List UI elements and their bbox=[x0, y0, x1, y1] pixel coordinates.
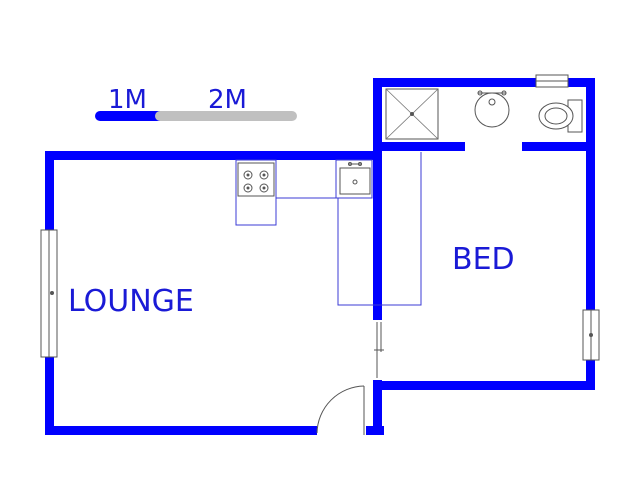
scale-label-2m: 2M bbox=[208, 85, 247, 115]
sink-icon bbox=[339, 162, 371, 195]
room-label-lounge: LOUNGE bbox=[68, 284, 194, 319]
scale-bar: 1M 2M bbox=[95, 85, 297, 121]
shower-icon bbox=[385, 88, 439, 140]
window-icon bbox=[582, 309, 600, 361]
door-icon bbox=[372, 320, 384, 380]
room-label-bed: BED bbox=[452, 242, 515, 277]
kitchen-counter bbox=[235, 152, 422, 306]
scale-label-1m: 1M bbox=[108, 85, 147, 115]
window-icon bbox=[535, 74, 569, 88]
basin-icon bbox=[474, 90, 510, 128]
window-icon bbox=[40, 229, 58, 358]
stove-icon bbox=[237, 162, 275, 197]
toilet-icon bbox=[538, 99, 583, 133]
door-icon bbox=[316, 385, 366, 436]
